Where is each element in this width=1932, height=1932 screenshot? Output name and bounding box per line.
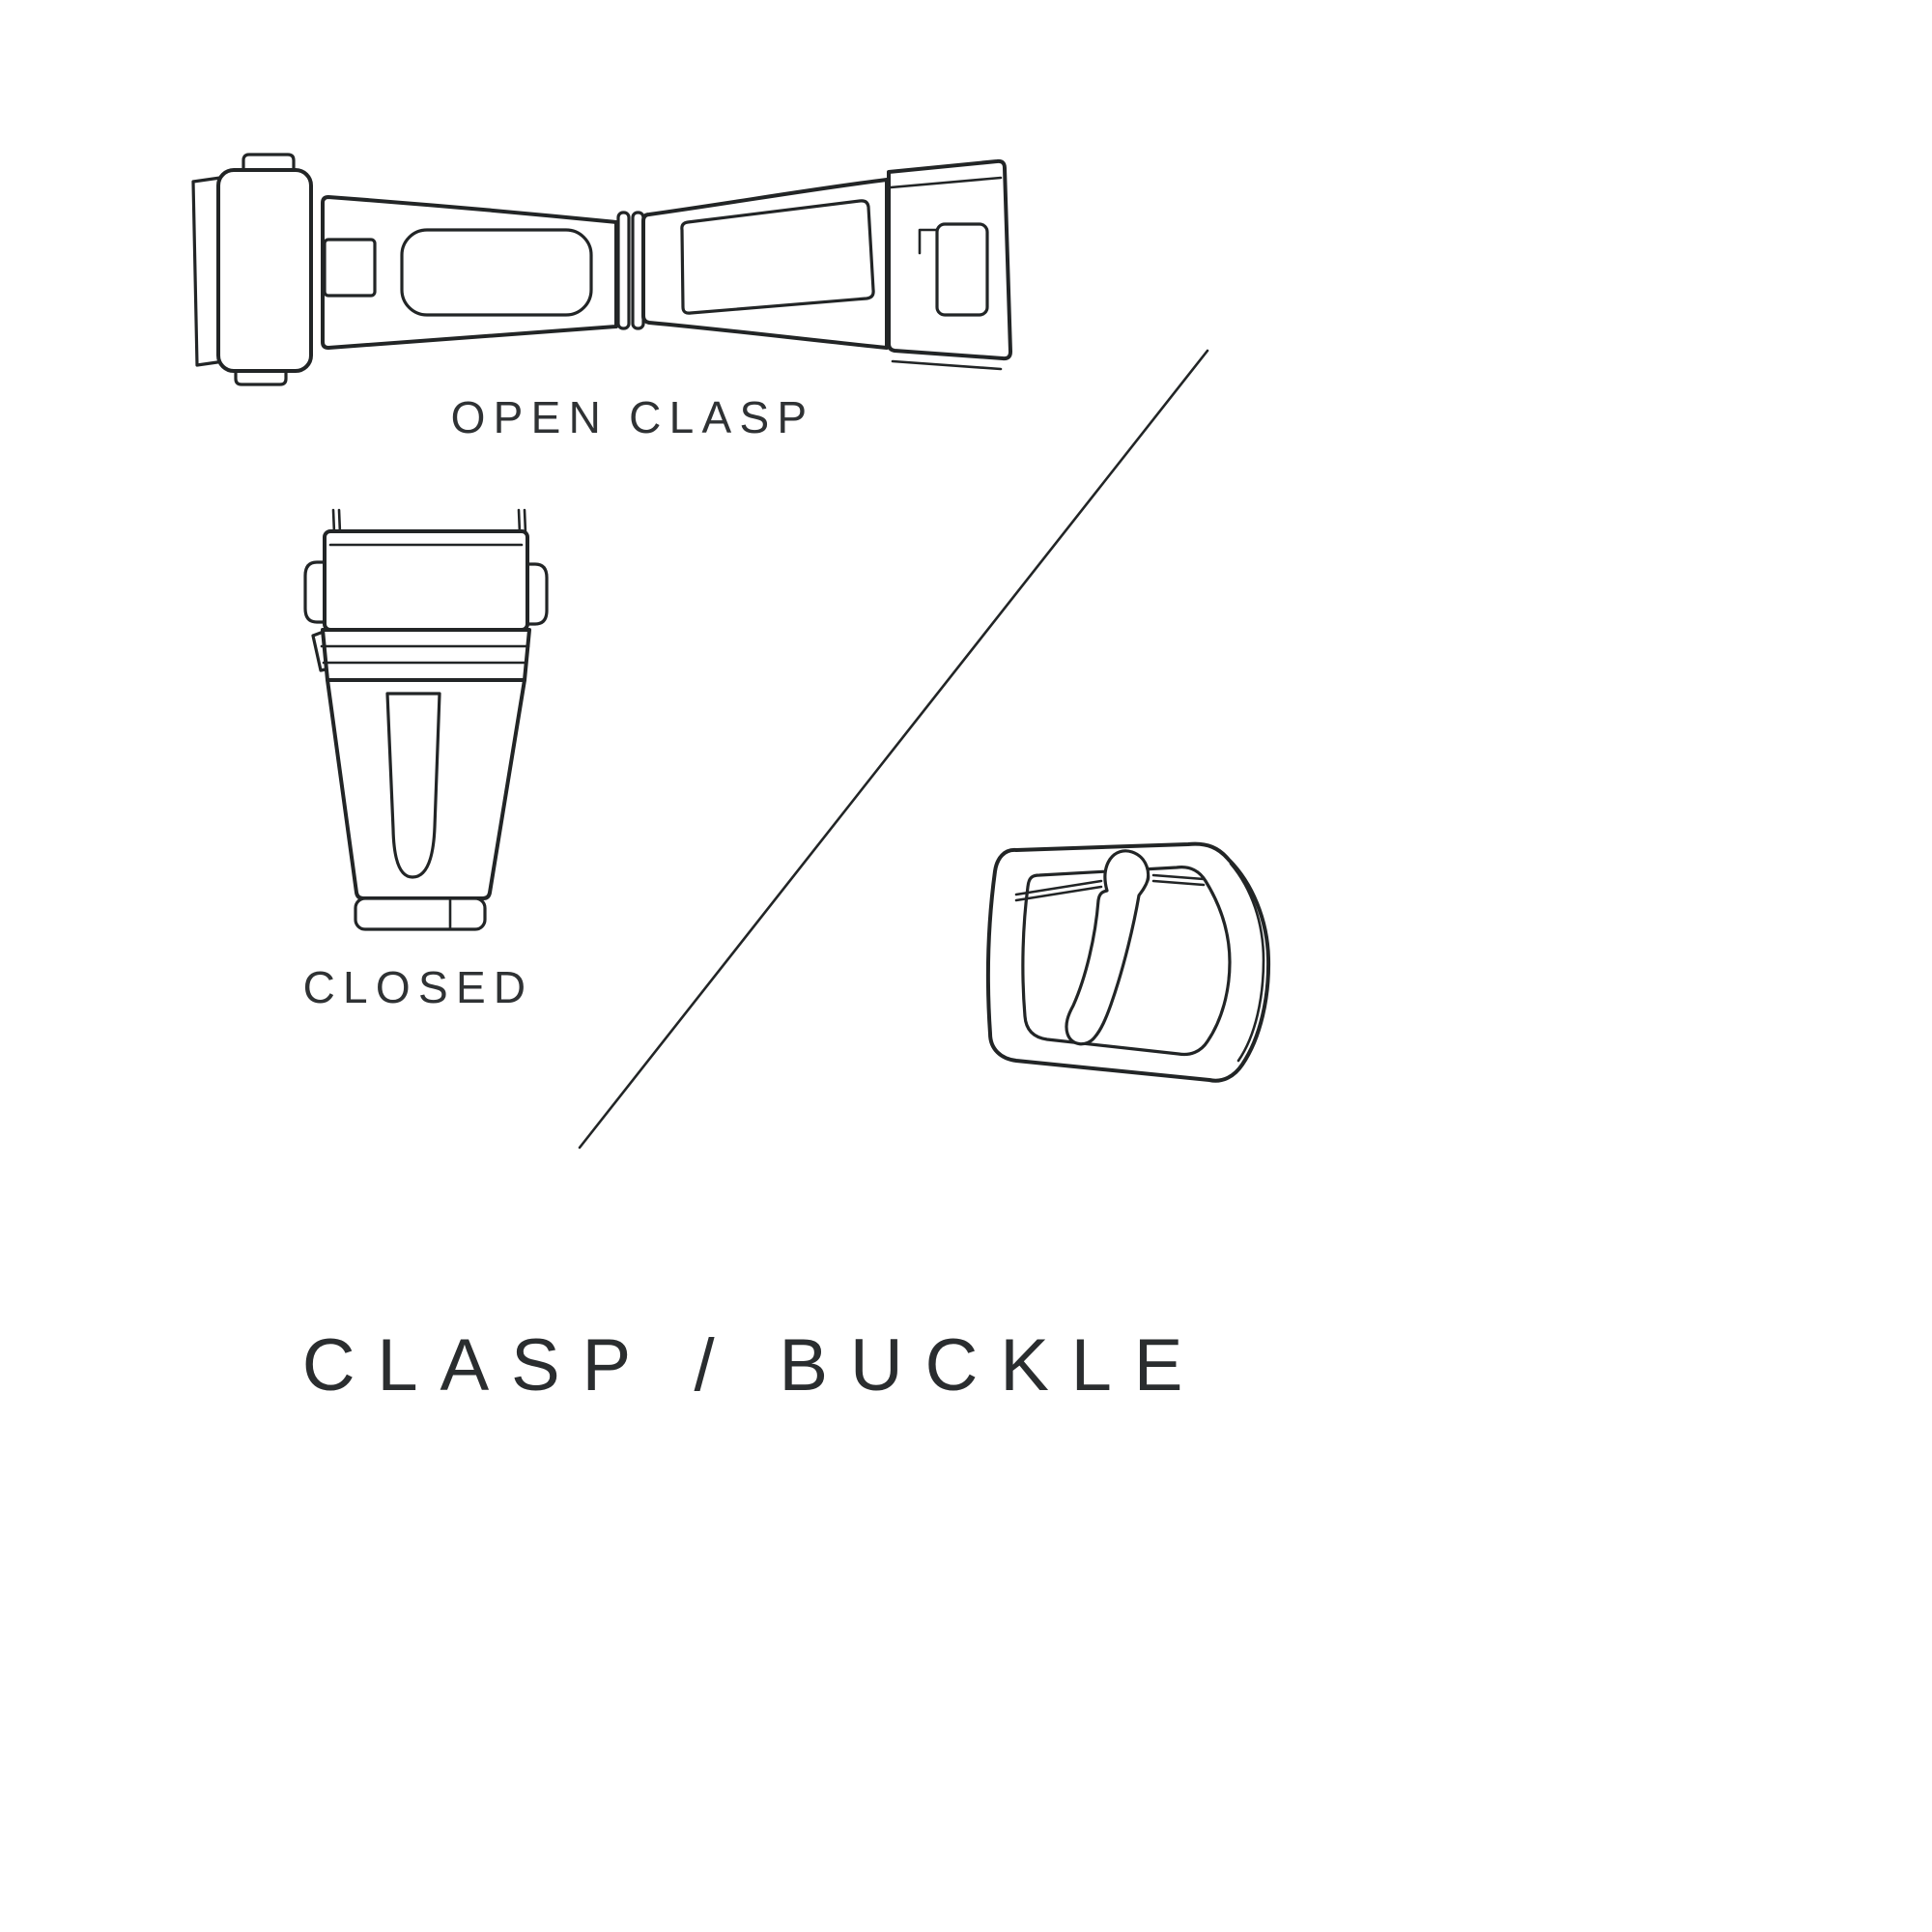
right-clasp-arm (641, 178, 889, 350)
buckle-frame (985, 841, 1271, 1083)
buckle-illustration (985, 841, 1271, 1083)
closed-clasp-illustration (303, 508, 549, 931)
open-clasp-drawing (191, 153, 1012, 386)
center-hinge (616, 211, 645, 330)
clasp-bottom-bar (354, 896, 487, 931)
diagram-title: CLASP / BUCKLE (301, 1324, 1206, 1406)
closed-clasp-drawing (303, 508, 549, 931)
clasp-top-block (303, 508, 549, 632)
open-clasp-label: OPEN CLASP (450, 392, 815, 442)
closed-clasp-label: CLOSED (302, 962, 534, 1012)
buckle-tang (1065, 849, 1151, 1046)
left-clasp-arm (321, 195, 618, 350)
buckle-drawing (985, 841, 1271, 1083)
left-end-link (191, 153, 313, 386)
right-end-link (887, 158, 1012, 371)
diagonal-divider-line (578, 349, 1209, 1150)
clasp-body (311, 628, 531, 900)
open-clasp-illustration (191, 153, 1012, 386)
